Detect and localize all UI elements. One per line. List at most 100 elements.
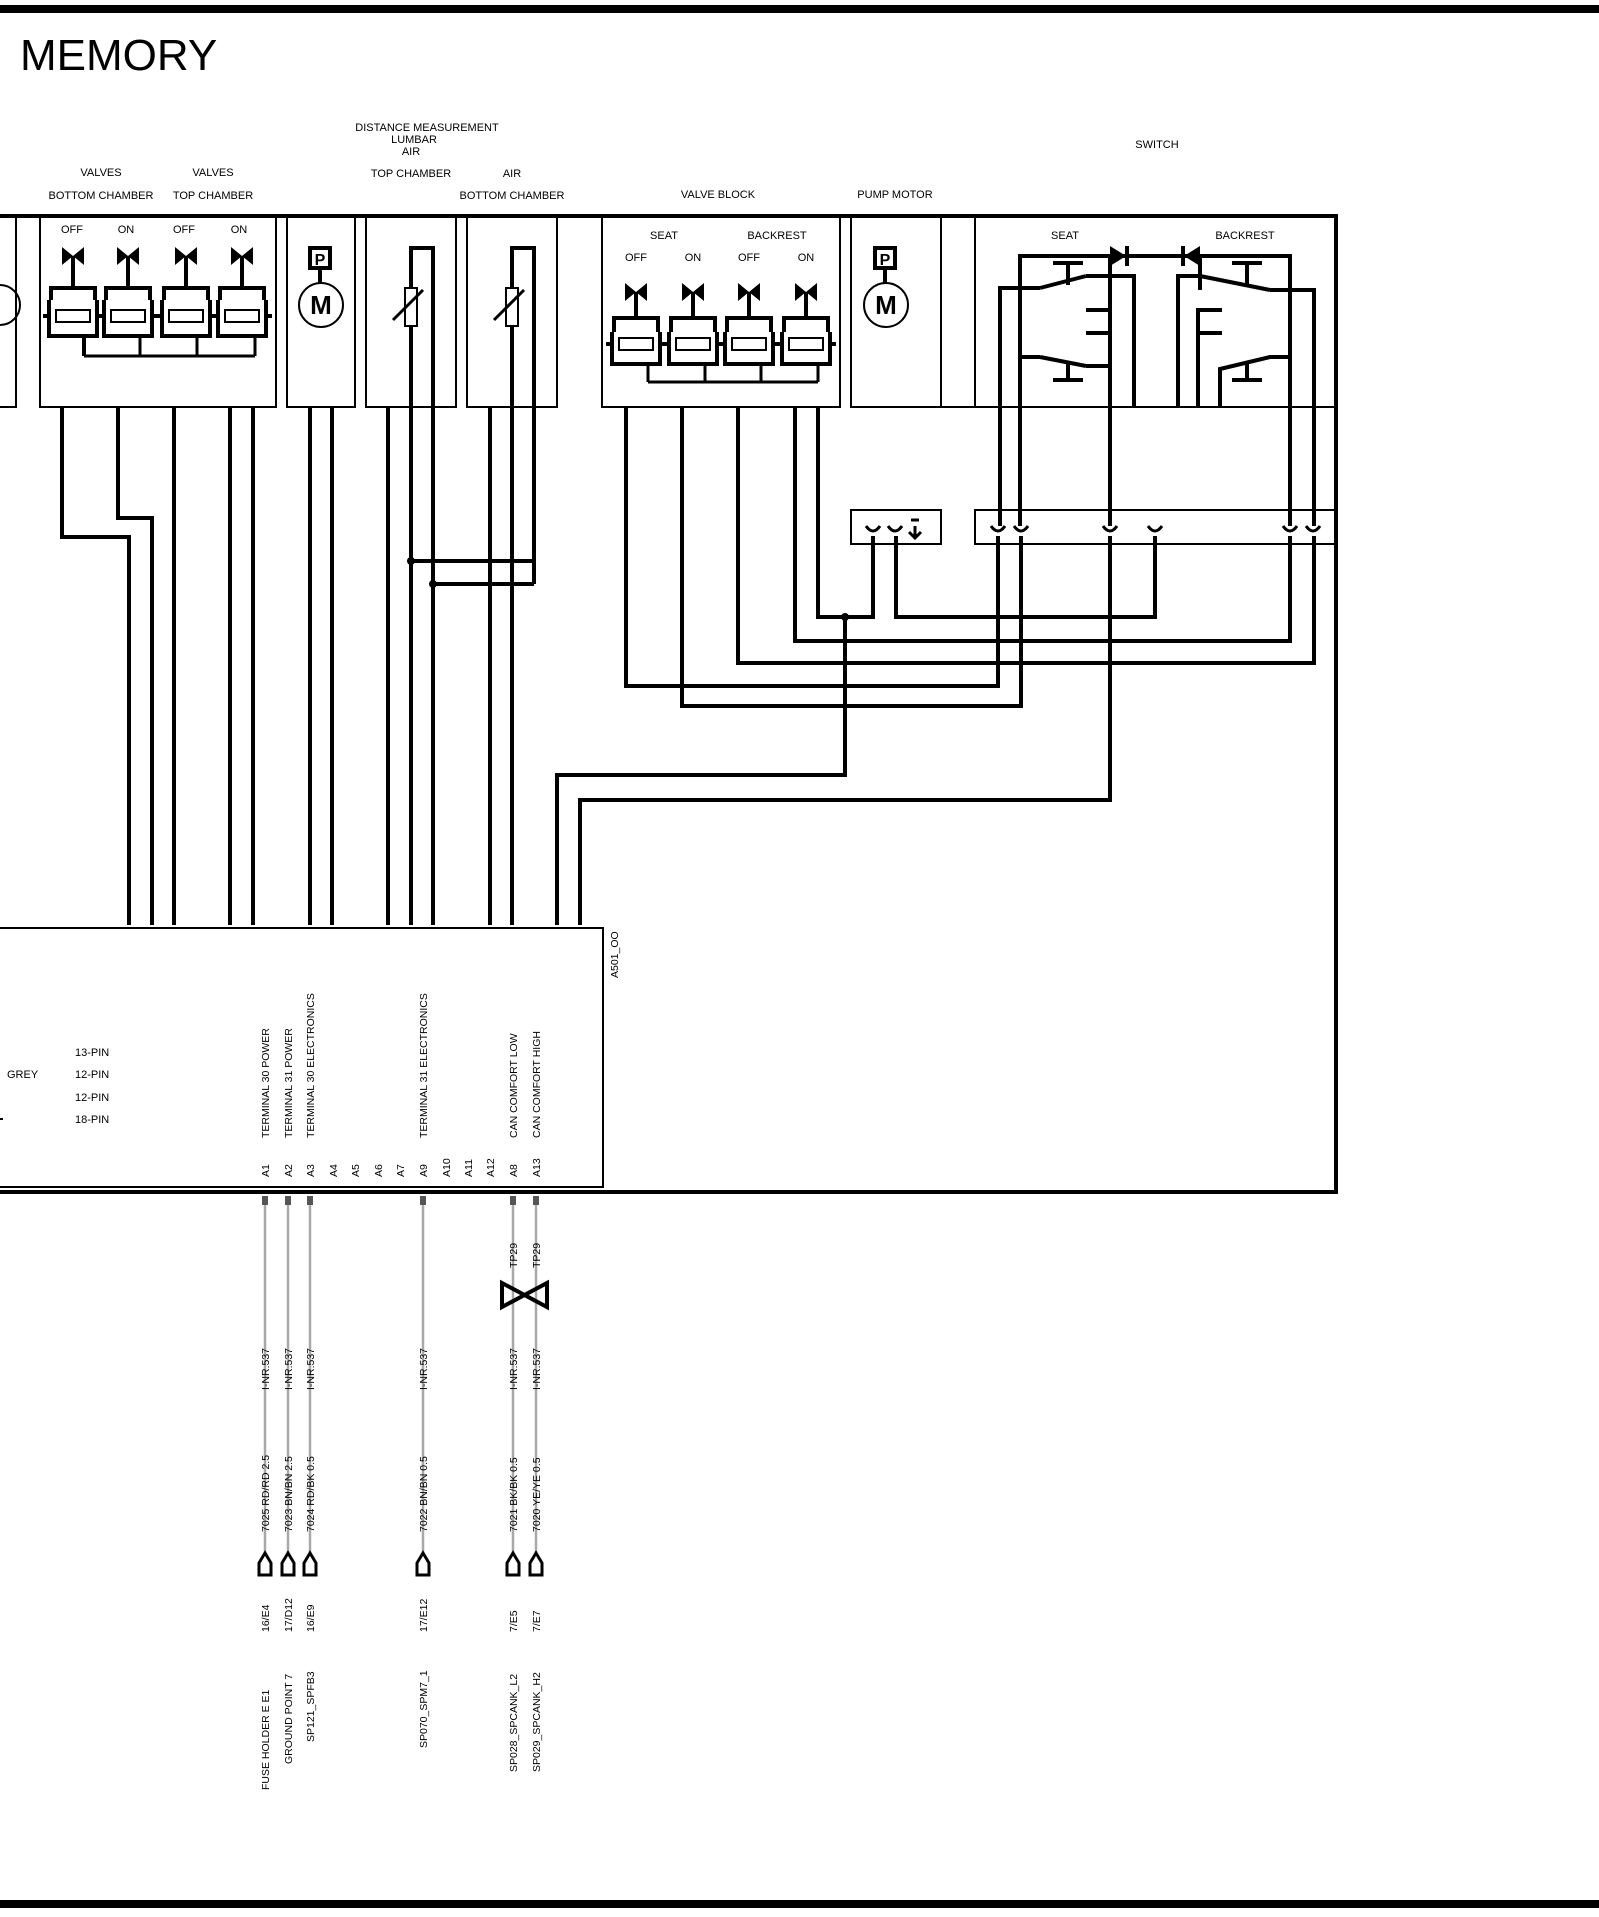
connector-pins [864,518,1322,541]
reference-labels: 16/E4 17/D12 16/E9 17/E12 7/E5 7/E7 [260,1598,543,1632]
ref-a9: 17/E12 [418,1599,430,1632]
inr-a9: I-NR.537 [418,1348,430,1390]
pin-a11: A11 [463,1159,475,1177]
wire-a13: 7020 YE/YE 0.5 [531,1457,543,1532]
header-air-1: AIR [402,146,420,158]
vb-valve-4 [776,283,836,366]
header-valve-block: VALVE BLOCK [681,189,756,201]
valve-3 [156,247,216,338]
dest-a8: SP028_SPCANK_L2 [508,1674,520,1772]
pump-motor-box [850,215,942,408]
switch-symbol: SEAT BACKREST [998,230,1316,526]
dest-a3: SP121_SPFB3 [305,1671,317,1742]
wire-a3: 7024 RD/BK 0.5 [305,1456,317,1532]
switch-seat-label: SEAT [1051,230,1079,242]
valve-block-box [601,215,841,408]
valve-label-1: OFF [61,224,83,236]
vb-valve-2 [663,283,723,366]
header-lumbar: LUMBAR [391,134,437,146]
valve-label-3: OFF [173,224,195,236]
pin-functions: TERMINAL 30 POWER TERMINAL 31 POWER TERM… [260,993,543,1138]
vb-state-4: ON [798,252,815,264]
harness-wires [60,407,1316,925]
pin-a7: A7 [395,1164,407,1177]
control-unit: A501_OO GREY 13-PIN 12-PIN 12-PIN 18-PIN [0,927,621,1188]
inr-a13: I-NR.537 [531,1348,543,1390]
valve-1 [43,247,103,338]
pin-a1: A1 [260,1164,272,1177]
diode-backrest [1184,246,1200,266]
pin-a8: A8 [508,1164,520,1177]
pin-a12: A12 [485,1158,497,1177]
inr-a3: I-NR.537 [305,1348,317,1390]
tp-label-right: TP29 [531,1243,543,1268]
ref-a13: 7/E7 [531,1610,543,1632]
fn-a3: TERMINAL 30 ELECTRONICS [305,993,317,1138]
pin-a4: A4 [328,1164,340,1177]
valve-block-labels: SEAT BACKREST OFF ON OFF ON [625,230,814,264]
pin-a5: A5 [350,1164,362,1177]
inr-a2: I-NR.537 [283,1348,295,1390]
header-bottom-chamber: BOTTOM CHAMBER [49,190,154,202]
motor-symbol: P M [298,246,344,328]
fn-a9: TERMINAL 31 ELECTRONICS [418,993,430,1138]
pump-motor-p: P [880,252,891,269]
ref-a8: 7/E5 [508,1610,520,1632]
pin-count-4: 18-PIN [75,1114,109,1126]
pin-a3: A3 [305,1164,317,1177]
header-valves-b: VALVES [192,167,233,179]
switch-box [974,215,1337,408]
header-lumbar-top-chamber: TOP CHAMBER [371,168,451,180]
pin-count-3: 12-PIN [75,1092,109,1104]
bottom-border [0,1900,1599,1908]
left-partial-box [0,215,17,408]
pump-motor-m: M [875,290,897,320]
page-title: MEMORY [20,31,217,80]
vb-state-2: ON [685,252,702,264]
header-switch: SWITCH [1135,139,1178,151]
grey-label: GREY [7,1069,39,1081]
pin-count-1: 13-PIN [75,1047,109,1059]
motor-letter: M [310,290,332,320]
switch-backrest-label: BACKREST [1215,230,1275,242]
tp-label-left: TP29 [508,1243,520,1268]
inr-a1: I-NR.537 [260,1348,272,1390]
top-border [0,5,1599,13]
fn-a8: CAN COMFORT LOW [508,1033,520,1138]
wire-spec-labels: 7025 RD/RD 2.5 7023 BN/BN 2.5 7024 RD/BK… [260,1455,543,1532]
inr-labels: I-NR.537 I-NR.537 I-NR.537 I-NR.537 I-NR… [260,1348,543,1390]
vb-state-1: OFF [625,252,647,264]
pin-a13: A13 [531,1158,543,1177]
dest-a1: FUSE HOLDER E E1 [260,1689,272,1790]
diode-seat [1110,246,1126,266]
pin-a2: A2 [283,1164,295,1177]
header-air-2: AIR [503,168,521,180]
twisted-pair-symbol [500,1279,549,1311]
pin-ids: A1 A2 A3 A4 A5 A6 A7 A9 A10 A11 A12 A8 A… [260,1158,543,1177]
fn-a1: TERMINAL 30 POWER [260,1028,272,1138]
external-wires [257,1196,549,1577]
motor-box [286,215,356,408]
pin-a6: A6 [373,1164,385,1177]
valve-symbols [43,247,272,358]
header-distance-measurement: DISTANCE MEASUREMENT [355,122,499,134]
pump-motor-symbol: P M [863,246,909,328]
fn-a2: TERMINAL 31 POWER [283,1028,295,1138]
dest-a9: SP070_SPM7_1 [418,1670,430,1748]
vb-state-3: OFF [738,252,760,264]
wire-a1: 7025 RD/RD 2.5 [260,1455,272,1532]
inr-a8: I-NR.537 [508,1348,520,1390]
header-top-chamber: TOP CHAMBER [173,190,253,202]
valve-state-labels: OFF ON OFF ON [61,224,247,236]
fn-a13: CAN COMFORT HIGH [531,1031,543,1138]
header-valves-a: VALVES [80,167,121,179]
pin-a10: A10 [441,1158,453,1177]
dest-a2: GROUND POINT 7 [283,1674,295,1764]
valve-2 [98,247,158,338]
vb-valve-3 [719,283,779,366]
distance-sensor-bottom [492,246,536,584]
valves-box [39,215,277,408]
vb-seat-label: SEAT [650,230,678,242]
ref-a1: 16/E4 [260,1604,272,1632]
